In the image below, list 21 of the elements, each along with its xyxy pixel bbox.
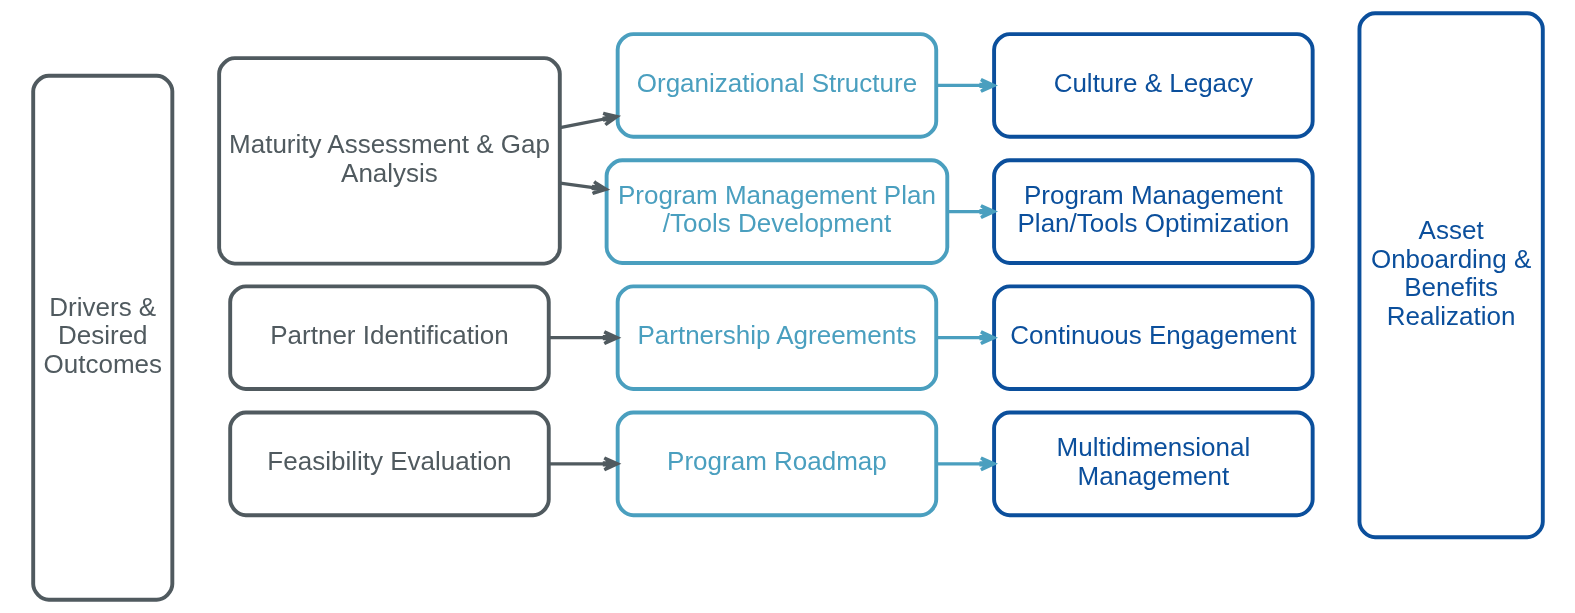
node-box: Multidimensional Management	[991, 410, 1315, 518]
node-box: Program Management Plan/Tools Optimization	[991, 158, 1315, 265]
node-box: Partnership Agreements	[615, 284, 938, 391]
node-box: Feasibility Evaluation	[227, 410, 551, 518]
arrow	[947, 204, 996, 220]
node-box: Program Management Plan /Tools Development	[604, 158, 949, 265]
arrow	[559, 180, 608, 195]
node-box: Organizational Structure	[615, 32, 938, 139]
node-box: Continuous Engagement	[991, 284, 1315, 391]
arrow	[935, 456, 996, 472]
node-box: Partner Identification	[227, 284, 551, 391]
node-box: Maturity Assessment & Gap Analysis	[216, 56, 562, 266]
arrow	[548, 330, 619, 346]
node-box: Drivers & Desired Outcomes	[30, 73, 174, 602]
node-box: Asset Onboarding & Benefits Realization	[1357, 11, 1545, 540]
arrow	[559, 111, 619, 130]
arrow	[935, 330, 996, 346]
arrow	[935, 78, 996, 93]
node-box: Program Roadmap	[615, 410, 938, 518]
arrow	[548, 456, 619, 472]
node-box: Culture & Legacy	[991, 32, 1315, 139]
